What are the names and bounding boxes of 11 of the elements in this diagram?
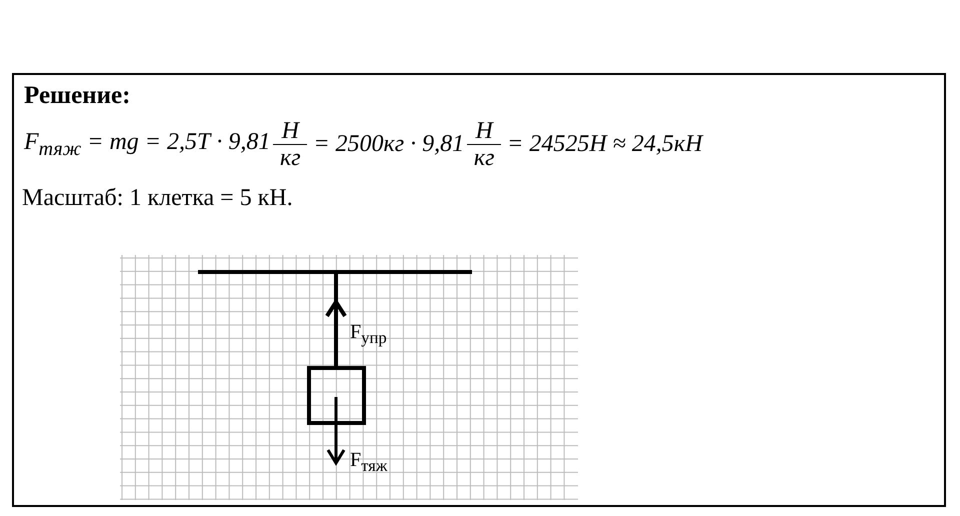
fraction-numerator: Н <box>282 118 300 144</box>
fraction-denominator: кг <box>280 145 301 172</box>
force-label: F$_{упр}$ <box>350 322 387 347</box>
formula-text: = 2500кг · 9,81 <box>313 131 464 158</box>
fraction-denominator: кг <box>474 145 494 172</box>
force-label: F$_{тяж}$ <box>350 450 388 475</box>
fraction-numerator: Н <box>475 118 493 144</box>
formula-text: = 24525Н ≈ 24,5кН <box>507 131 702 158</box>
scale-note: Масштаб: 1 клетка = 5 кН. <box>22 186 293 210</box>
formula-text: F$_{тяж}$ = mg = 2,5Т · 9,81 <box>24 128 270 161</box>
heading: Решение: <box>24 83 130 108</box>
